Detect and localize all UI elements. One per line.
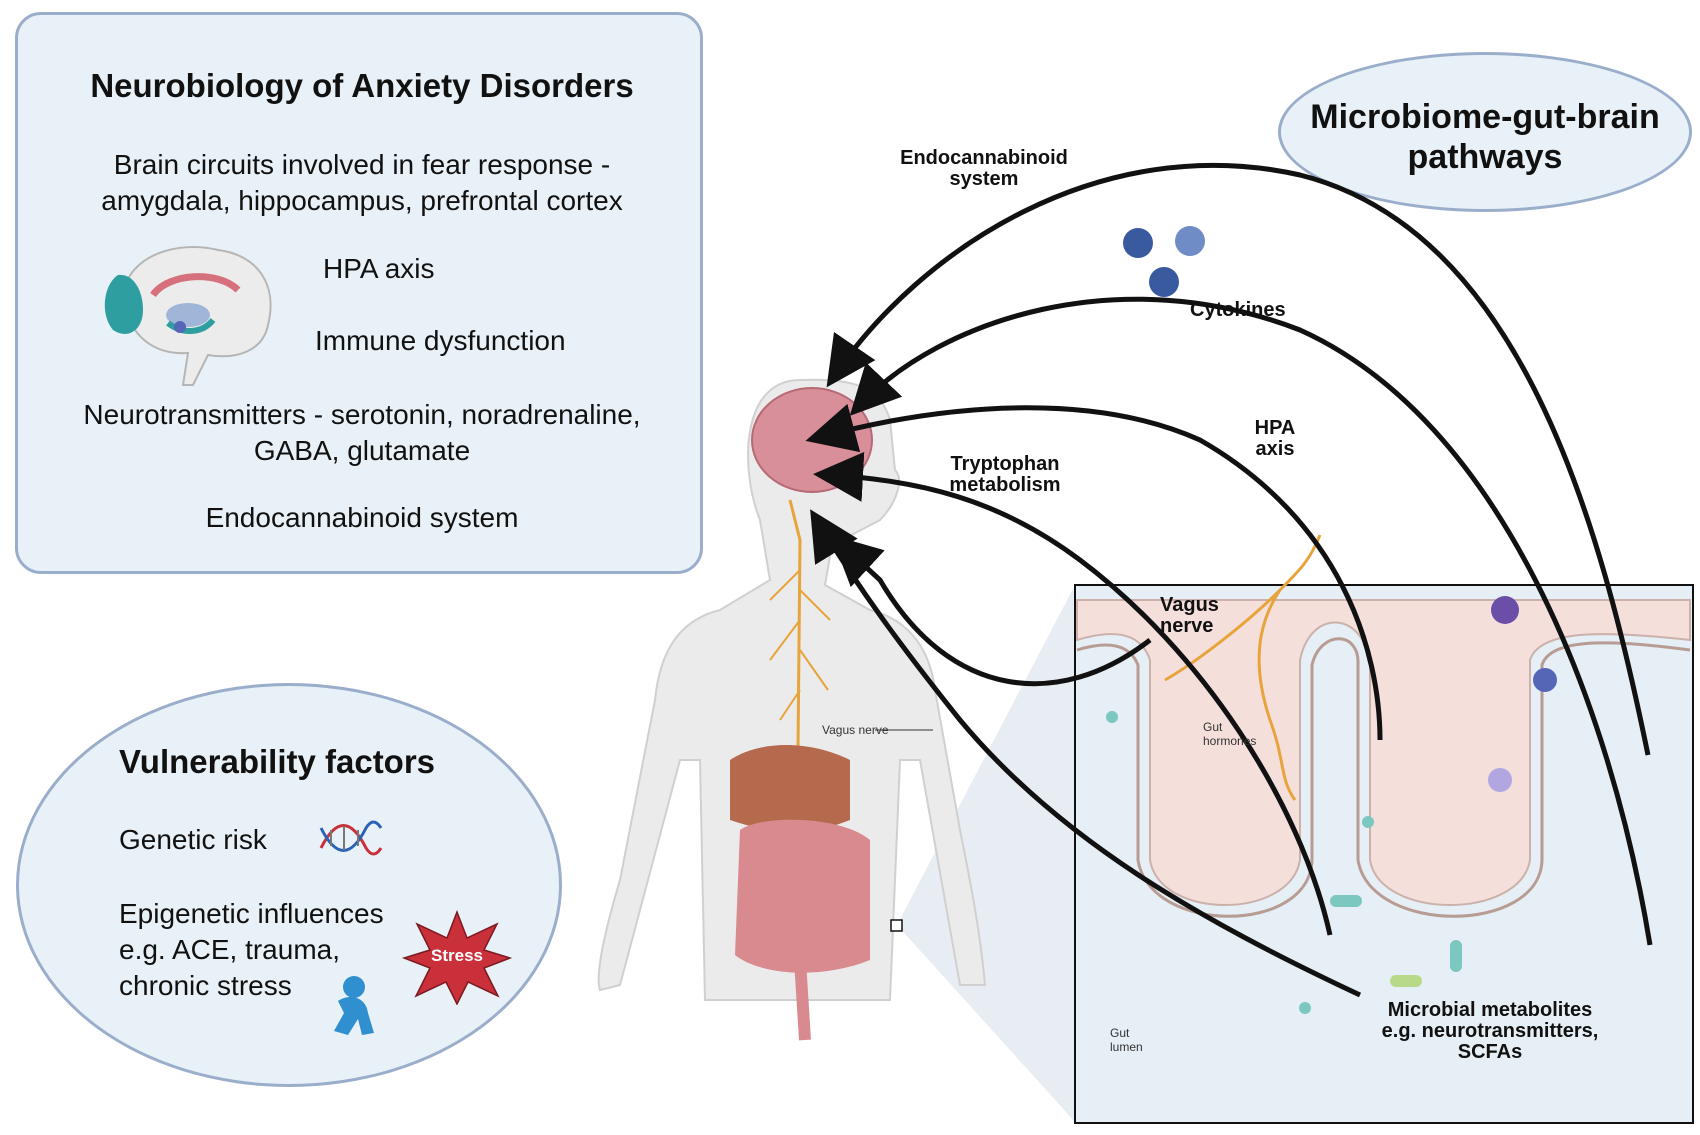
neurobiology-panel: Neurobiology of Anxiety Disorders Brain … xyxy=(15,12,703,574)
gut-inset xyxy=(1074,534,1694,1124)
arrow-endocannabinoid xyxy=(826,163,1651,756)
endocannabinoid-label-line-2: system xyxy=(949,168,1019,190)
neurotransmitters-text: Neurotransmitters - serotonin, noradrena… xyxy=(18,397,706,469)
vulnerability-panel: Vulnerability factors Genetic risk Epige… xyxy=(16,683,562,1087)
dna-icon xyxy=(319,820,383,856)
inset-projection xyxy=(897,585,1075,1122)
mgb-title-line-1: Microbiome-gut-brain xyxy=(1310,98,1660,136)
metabolites-line-2: e.g. neurotransmitters, xyxy=(1381,1020,1599,1042)
gut-lumen-label: Gut lumen xyxy=(1110,1026,1143,1054)
endocannabinoid-label: Endocannabinoid system xyxy=(894,148,1074,190)
intestines-icon xyxy=(735,819,870,973)
cytokine-spheres-icon xyxy=(1123,226,1205,297)
gut-hormones-line-1: Gut xyxy=(1203,720,1223,734)
neurobiology-title: Neurobiology of Anxiety Disorders xyxy=(90,67,634,104)
brain-sagittal-icon xyxy=(104,246,272,386)
epigenetic-line-1: Epigenetic influences xyxy=(119,898,384,929)
vagus-nerve-body-label: Vagus nerve xyxy=(822,723,889,737)
gut-hormones-label: Gut hormones xyxy=(1203,720,1256,748)
neurotransmitters-line-2: GABA, glutamate xyxy=(253,435,471,466)
neurotransmitters-line-1: Neurotransmitters - serotonin, noradrena… xyxy=(83,399,641,430)
hpa-label-line-1: HPA xyxy=(1254,417,1296,439)
arrow-hpa xyxy=(805,403,1383,741)
genetic-risk-text: Genetic risk xyxy=(119,824,267,855)
stress-badge-label: Stress xyxy=(431,946,483,965)
intestine-villi-icon xyxy=(1076,599,1691,906)
endocannabinoid-label-line-1: Endocannabinoid xyxy=(900,147,1068,169)
gut-hormones-line-2: hormones xyxy=(1203,734,1257,748)
hpa-label-line-2: axis xyxy=(1255,438,1295,460)
vagus-nerve-line xyxy=(788,499,802,751)
epigenetic-text: Epigenetic influences e.g. ACE, trauma, … xyxy=(119,896,384,1004)
stress-burst-icon xyxy=(402,910,512,1005)
microbial-metabolites-label: Microbial metabolites e.g. neurotransmit… xyxy=(1370,1000,1610,1063)
inset-marker xyxy=(890,919,903,932)
brain-circuits-line-1: Brain circuits involved in fear response… xyxy=(113,149,611,180)
mgb-title-line-2: pathways xyxy=(1407,138,1563,176)
endocannabinoid-text: Endocannabinoid system xyxy=(205,502,519,533)
brain-circuits-line-2: amygdala, hippocampus, prefrontal cortex xyxy=(101,185,623,216)
tryptophan-label-line-1: Tryptophan xyxy=(950,453,1060,475)
vagus-label-line-2: nerve xyxy=(1160,615,1214,637)
tryptophan-label-line-2: metabolism xyxy=(949,474,1061,496)
epigenetic-line-3: chronic stress xyxy=(119,970,292,1001)
gut-lumen-line-2: lumen xyxy=(1110,1040,1143,1054)
arrow-vagus xyxy=(830,534,1152,687)
immune-dysfunction-text: Immune dysfunction xyxy=(315,325,566,356)
metabolites-line-3: SCFAs xyxy=(1457,1041,1523,1063)
microbiome-gut-brain-title: Microbiome-gut-brain pathways xyxy=(1278,52,1692,212)
vulnerability-title: Vulnerability factors xyxy=(119,743,436,780)
epigenetic-line-2: e.g. ACE, trauma, xyxy=(119,934,340,965)
arrow-metabolites xyxy=(810,509,1362,998)
liver-icon xyxy=(730,745,850,832)
brain-circuits-text: Brain circuits involved in fear response… xyxy=(18,147,706,219)
arrow-tryptophan xyxy=(813,451,1333,936)
hpa-axis-label: HPA axis xyxy=(1245,418,1305,460)
hpa-axis-text: HPA axis xyxy=(323,253,435,284)
cytokines-label: Cytokines xyxy=(1190,299,1286,321)
arrow-cytokines xyxy=(849,296,1653,946)
distressed-person-icon xyxy=(334,976,374,1035)
vagus-label-line-1: Vagus xyxy=(1160,594,1219,616)
gut-lumen-line-1: Gut xyxy=(1110,1026,1130,1040)
tryptophan-label: Tryptophan metabolism xyxy=(935,454,1075,496)
metabolites-line-1: Microbial metabolites xyxy=(1387,999,1593,1021)
vagus-nerve-label: Vagus nerve xyxy=(1160,595,1219,637)
